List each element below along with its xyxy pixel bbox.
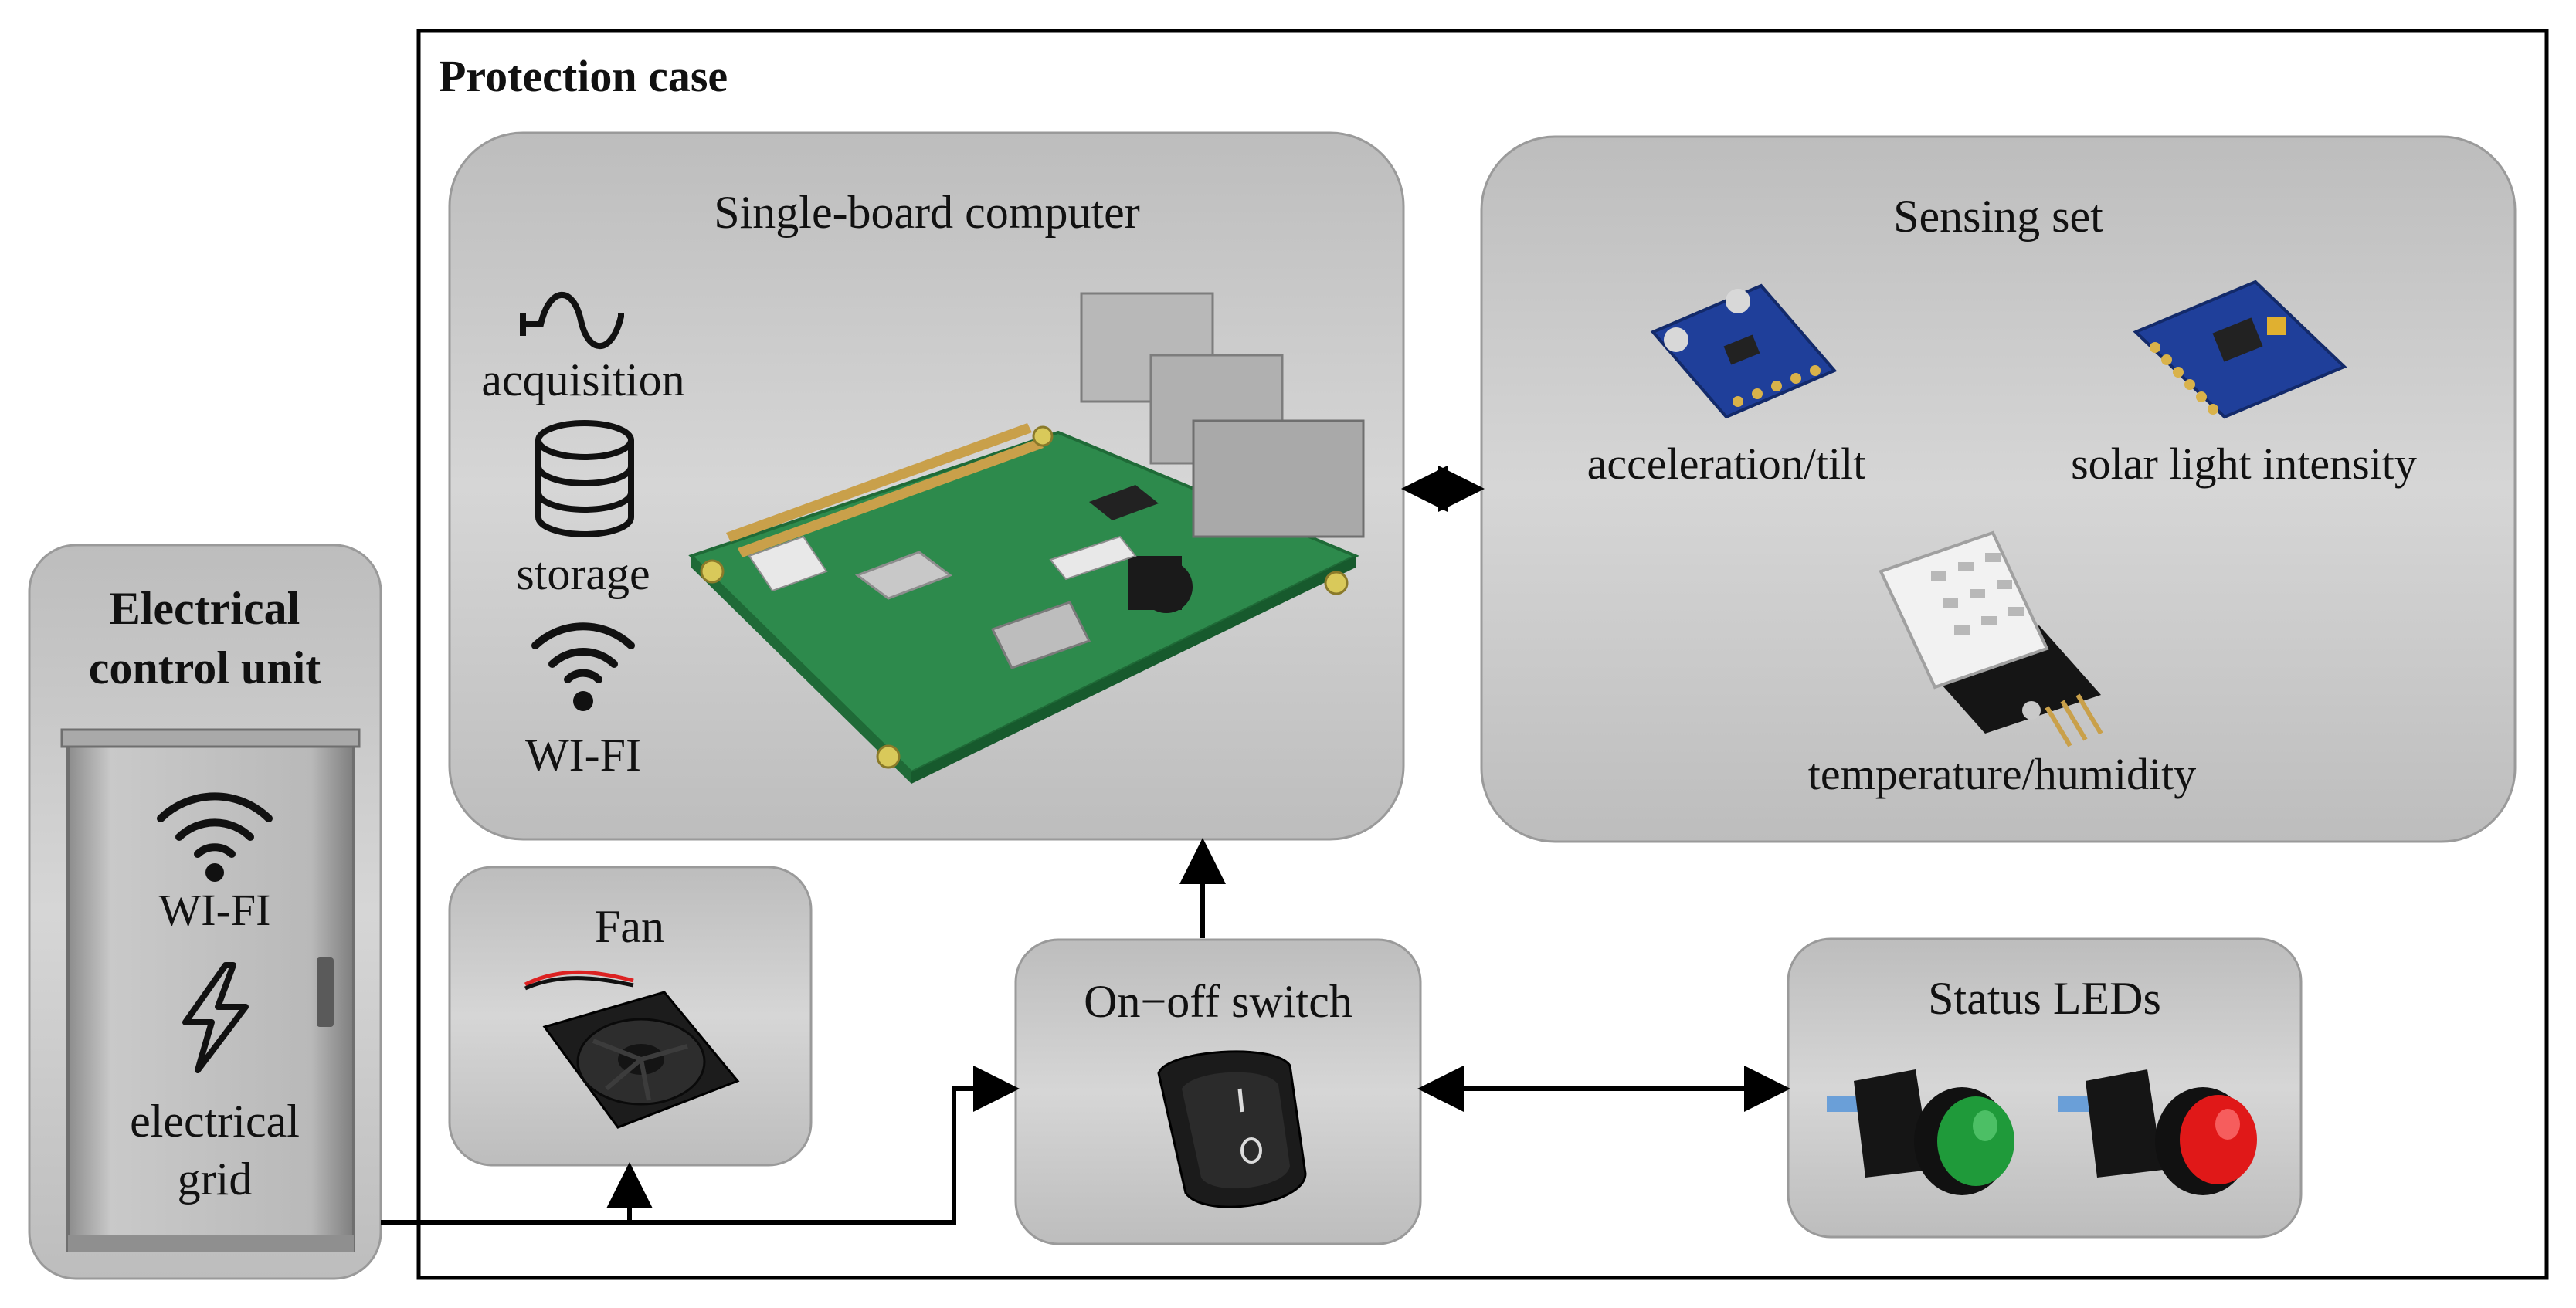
switch-title: On−off switch bbox=[1084, 976, 1352, 1027]
red-led-image bbox=[2058, 1069, 2257, 1195]
leds-title: Status LEDs bbox=[1928, 973, 2161, 1024]
power-line-main bbox=[381, 1066, 1020, 1225]
acceleration-sensor-image bbox=[1650, 283, 1838, 419]
electrical-unit-grid-line1: electrical bbox=[130, 1096, 300, 1147]
storage-label: storage bbox=[516, 548, 650, 599]
sine-wave-icon bbox=[520, 291, 624, 350]
solar-light-label: solar light intensity bbox=[2071, 439, 2417, 489]
single-board-computer-panel: Single-board computer acquisition storag… bbox=[448, 131, 1405, 841]
green-led-image bbox=[1827, 1069, 2014, 1195]
on-off-switch-panel: On−off switch bbox=[1014, 938, 1422, 1245]
acceleration-label: acceleration/tilt bbox=[1587, 439, 1866, 489]
electrical-control-unit-panel: Electrical control unit WI-FI electrical… bbox=[28, 544, 382, 1280]
protection-case-title: Protection case bbox=[439, 51, 728, 101]
wifi-icon bbox=[531, 622, 635, 711]
wifi-icon bbox=[157, 792, 273, 882]
electrical-unit-title-line2: control unit bbox=[89, 642, 321, 693]
computer-wifi-label: WI-FI bbox=[525, 730, 641, 781]
electrical-unit-title-line1: Electrical bbox=[110, 583, 300, 634]
solar-light-sensor-image bbox=[2133, 280, 2347, 419]
acquisition-label: acquisition bbox=[481, 354, 684, 405]
lightning-icon bbox=[182, 962, 249, 1073]
switch-image bbox=[1157, 1050, 1307, 1208]
sensing-set-panel: Sensing set acceleration/tilt solar ligh… bbox=[1480, 135, 2517, 843]
fan-title: Fan bbox=[595, 901, 664, 952]
protection-case-frame bbox=[416, 29, 2549, 1280]
fan-image bbox=[524, 970, 740, 1129]
temperature-sensor-image bbox=[1879, 530, 2103, 747]
sensing-title: Sensing set bbox=[1893, 191, 2103, 242]
status-leds-panel: Status LEDs bbox=[1787, 937, 2303, 1239]
electrical-unit-wifi-label: WI-FI bbox=[159, 885, 271, 935]
database-icon bbox=[535, 420, 634, 537]
single-board-computer-image bbox=[688, 292, 1365, 784]
electrical-unit-grid-line2: grid bbox=[178, 1154, 253, 1205]
fan-panel: Fan bbox=[448, 866, 813, 1167]
temperature-humidity-label: temperature/humidity bbox=[1808, 749, 2197, 799]
computer-title: Single-board computer bbox=[714, 187, 1140, 238]
